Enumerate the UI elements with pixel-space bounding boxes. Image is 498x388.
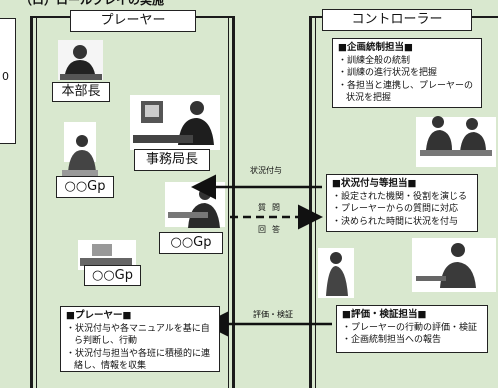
center-panel-border-outer xyxy=(232,16,235,388)
status-item: 設定された機関・役割を演じる xyxy=(332,191,472,204)
status-item: プレーヤーからの質問に対応 xyxy=(332,203,472,216)
planning-item: 訓練全般の統制 xyxy=(338,55,476,68)
controller-photo-2 xyxy=(318,248,354,298)
player-header: プレーヤー xyxy=(70,10,196,32)
player-info-box: ■プレーヤー■ 状況付与や各マニュアルを基に自ら判断し、行動 状況付与担当や各班… xyxy=(60,306,220,372)
controller-header: コントローラー xyxy=(322,9,472,31)
player-info-item: 状況付与や各マニュアルを基に自ら判断し、行動 xyxy=(66,323,214,348)
gp2-photo xyxy=(165,182,225,228)
answer-label: 回答 xyxy=(258,225,286,234)
eval-item: 企画統制担当への報告 xyxy=(342,334,482,347)
right-panel-border-inner xyxy=(315,16,316,388)
honbucho-photo xyxy=(58,40,103,80)
top-left-caption: （ロ）ロールプレイの実施 xyxy=(20,0,165,7)
right-panel-border-outer xyxy=(309,16,312,388)
gp1-label: ○○Gp xyxy=(56,176,114,198)
player-info-item: 状況付与担当や各班に積極的に連絡し、情報を収集 xyxy=(66,348,214,373)
jimukyokucho-label: 事務局長 xyxy=(134,149,210,171)
controller-box-planning-title: ■企画統制担当■ xyxy=(338,42,413,53)
controller-box-eval: ■評価・検証担当■ プレーヤーの行動の評価・検証 企画統制担当への報告 xyxy=(336,305,488,353)
honbucho-label: 本部長 xyxy=(52,82,110,102)
controller-box-planning: ■企画統制担当■ 訓練全般の統制 訓練の進行状況を把握 各担当と連携し、プレーヤ… xyxy=(332,38,482,108)
left-panel-border-outer xyxy=(30,16,33,388)
controller-box-status-title: ■状況付与等担当■ xyxy=(332,178,417,189)
jimukyokucho-photo xyxy=(130,95,220,150)
eval-arrow-label: 評価・検証 xyxy=(253,310,293,319)
gp3-label: ○○Gp xyxy=(84,265,141,286)
left-partial-value: 0 xyxy=(2,70,9,83)
eval-item: プレーヤーの行動の評価・検証 xyxy=(342,322,482,335)
status-arrow-label: 状況付与 xyxy=(250,166,282,175)
controller-photo-1 xyxy=(416,116,496,167)
controller-photo-3 xyxy=(412,238,496,292)
player-info-title: ■プレーヤー■ xyxy=(66,310,132,321)
gp2-label: ○○Gp xyxy=(159,232,223,254)
controller-box-eval-title: ■評価・検証担当■ xyxy=(342,309,427,320)
gp1-photo xyxy=(62,122,98,182)
left-partial-box xyxy=(0,18,16,144)
planning-item: 各担当と連携し、プレーヤーの状況を把握 xyxy=(338,80,476,105)
question-label: 質問 xyxy=(258,203,286,212)
controller-box-status: ■状況付与等担当■ 設定された機関・役割を演じる プレーヤーからの質問に対応 決… xyxy=(326,174,478,232)
center-panel-border-inner xyxy=(228,16,229,388)
left-panel-border-inner xyxy=(36,16,37,388)
status-item: 決められた時間に状況を付与 xyxy=(332,216,472,229)
planning-item: 訓練の進行状況を把握 xyxy=(338,67,476,80)
